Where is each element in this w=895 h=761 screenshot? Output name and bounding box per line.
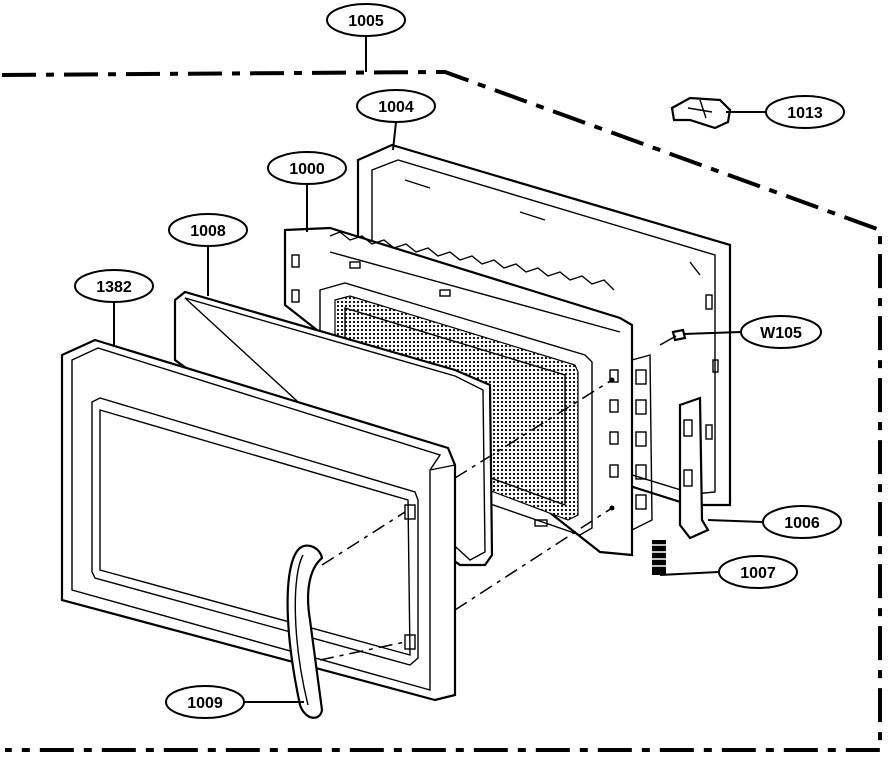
latch-hooks [631,354,653,531]
callout-1007: 1007 [718,555,798,589]
label-1009: 1009 [187,695,223,712]
callout-1006: 1006 [762,505,842,539]
callout-1009: 1009 [165,685,245,719]
part-1006-latch-lever [678,396,710,540]
callout-1382: 1382 [74,269,154,303]
label-1006: 1006 [784,515,820,532]
part-1007-spring [652,540,666,575]
label-1000: 1000 [289,161,325,178]
leader-lines [113,36,766,703]
label-1004: 1004 [378,99,414,116]
callout-1004: 1004 [356,89,436,123]
label-1008: 1008 [190,223,226,240]
label-1005: 1005 [348,13,384,30]
callout-1005: 1005 [326,3,406,37]
part-1009-door-handle [286,544,324,719]
label-1007: 1007 [740,565,776,582]
callout-1008: 1008 [168,213,248,247]
callout-1013: 1013 [765,95,845,129]
label-w105: W105 [760,325,802,342]
part-1013-clip [670,96,732,130]
assembly-boundary [1,69,882,752]
callout-w105: W105 [740,315,822,349]
handle-projection-lines [319,379,613,661]
callout-1000: 1000 [267,151,347,185]
part-w105-screw [659,328,687,346]
label-1382: 1382 [96,279,132,296]
part-1382-door-front [60,338,457,702]
label-1013: 1013 [787,105,823,122]
